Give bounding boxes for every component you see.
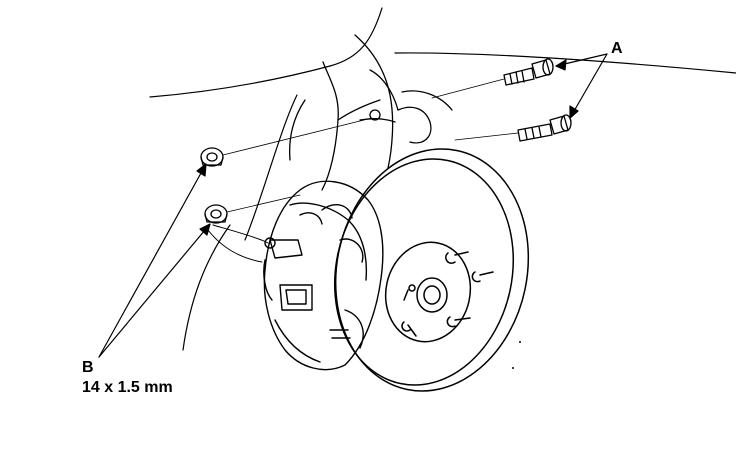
bolt-a-upper xyxy=(503,58,554,86)
brake-rotor xyxy=(333,148,530,392)
alignment-lines xyxy=(222,78,519,213)
body-outline xyxy=(149,7,736,351)
nut-b-upper xyxy=(200,147,224,167)
brake-caliper xyxy=(263,180,384,371)
strut-knuckle xyxy=(289,34,453,191)
nut-b-lower xyxy=(204,204,228,224)
bolt-a-lower xyxy=(517,114,572,142)
brake-hose xyxy=(207,224,269,263)
stray-marks xyxy=(512,341,521,369)
leader-lines xyxy=(98,53,608,358)
callout-b-label: B xyxy=(82,359,94,376)
callout-a-label: A xyxy=(611,40,623,57)
callout-b-size: 14 x 1.5 mm xyxy=(82,379,173,396)
